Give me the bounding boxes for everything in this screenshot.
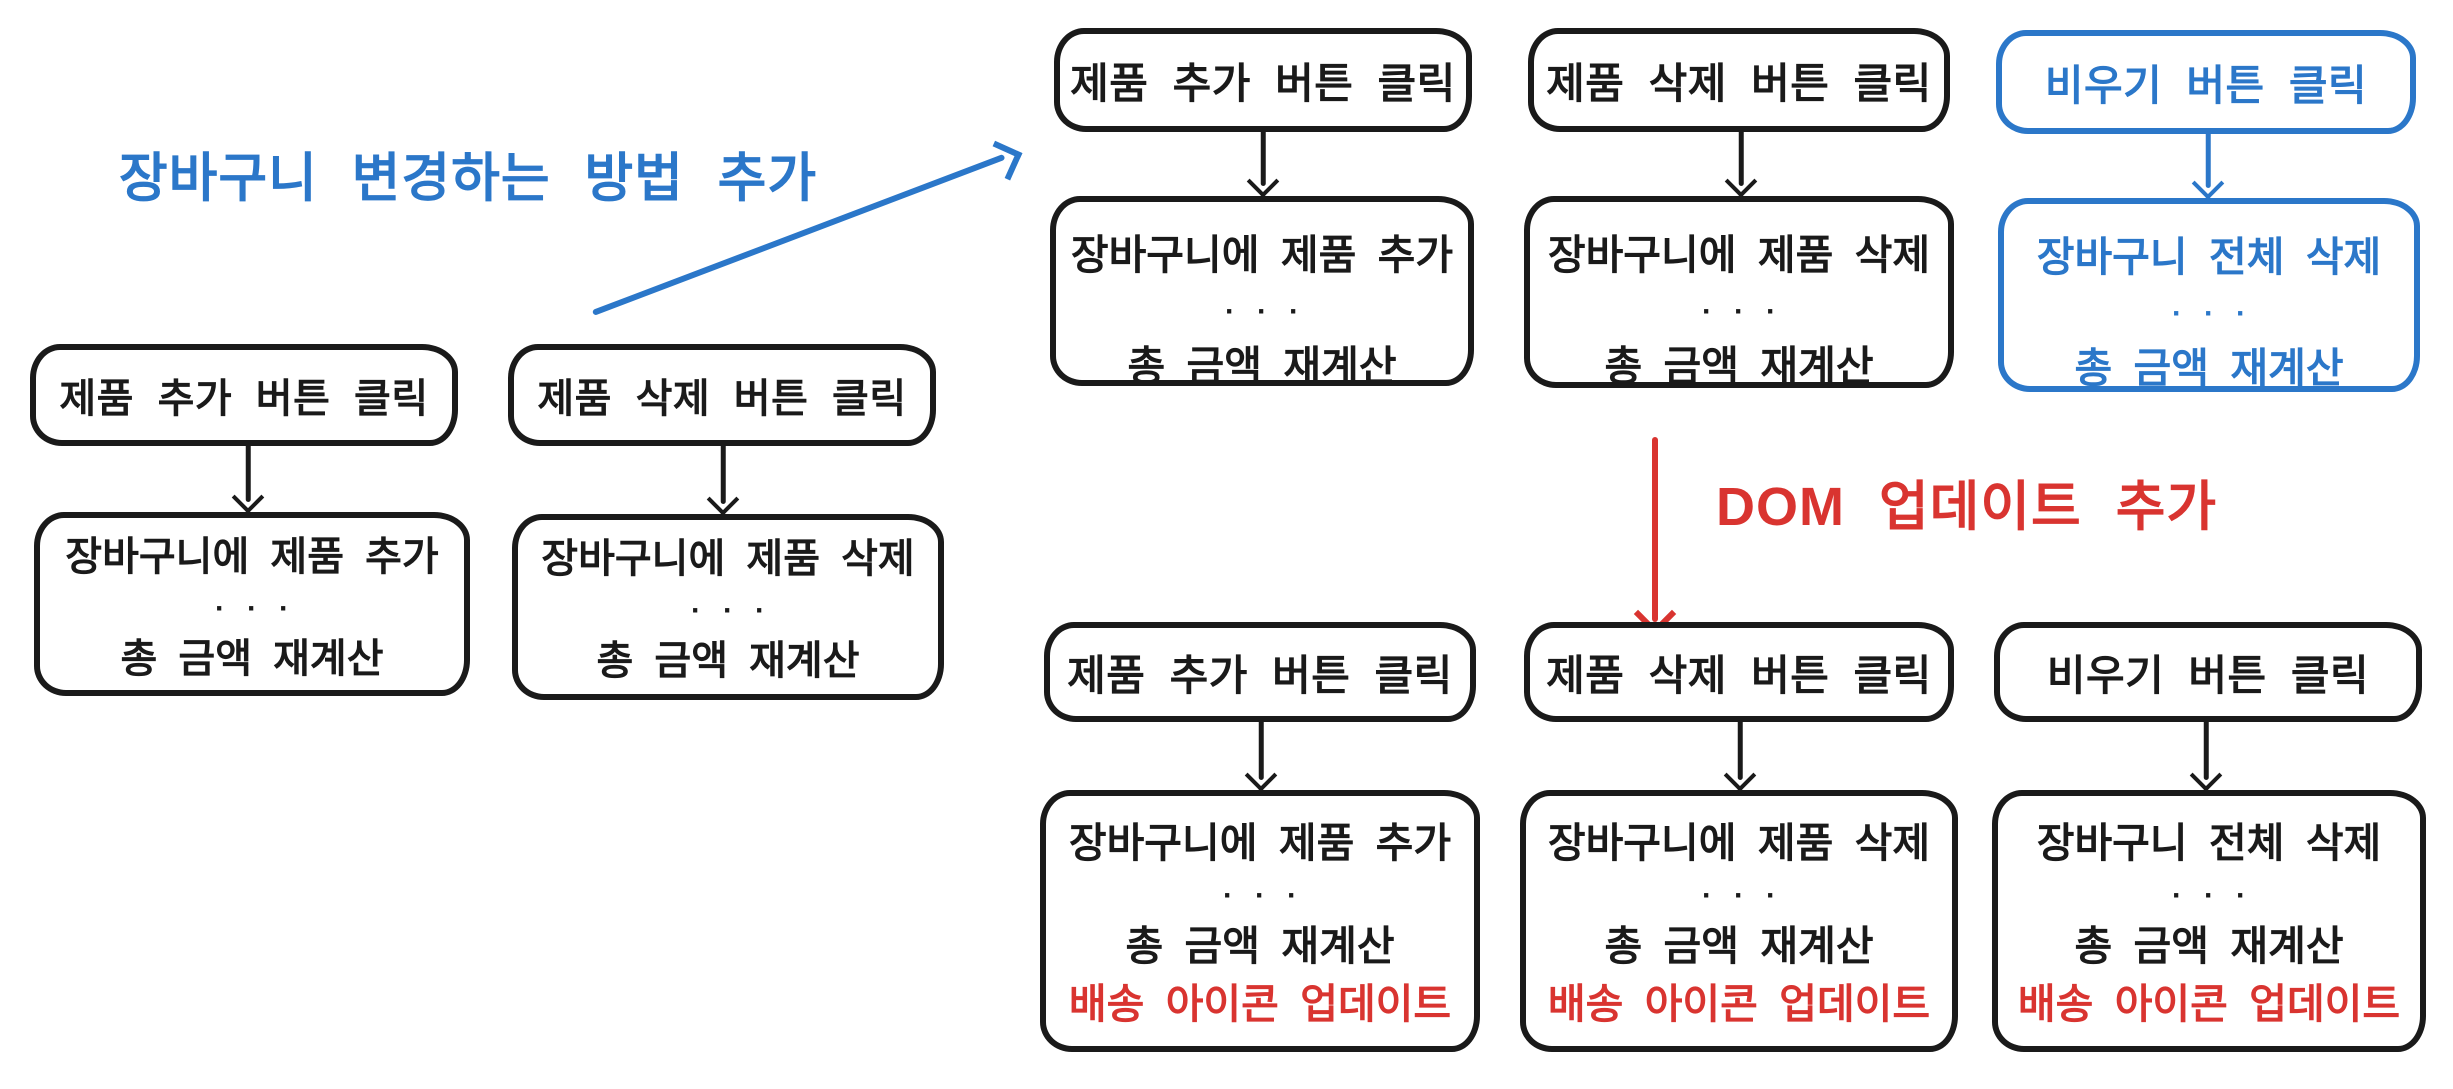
handler-action: 장바구니 전체 삭제 [2036, 820, 2382, 866]
handler-action: 장바구니 전체 삭제 [2036, 234, 2382, 280]
handler-dom-update: 배송 아이콘 업데이트 [2017, 981, 2401, 1028]
event-label: 제품 추가 버튼 클릭 [1070, 59, 1456, 107]
event-box: 제품 삭제 버튼 클릭 [1524, 622, 1954, 722]
handler-box: 장바구니에 제품 추가 ··· 총 금액 재계산 [1050, 196, 1474, 389]
event-box: 제품 추가 버튼 클릭 [30, 344, 458, 446]
arrow-down-icon [2190, 134, 2226, 198]
ellipsis: ··· [1702, 294, 1798, 328]
handler-action: 장바구니에 제품 추가 [1070, 232, 1454, 278]
event-label: 제품 추가 버튼 클릭 [1067, 651, 1453, 699]
event-label: 제품 삭제 버튼 클릭 [537, 377, 907, 421]
arrow-down-icon [1243, 722, 1279, 790]
arrow-down-icon [1245, 132, 1281, 196]
event-label: 제품 삭제 버튼 클릭 [1546, 59, 1932, 107]
arrow-down-icon [1633, 440, 1677, 632]
dom-update-note: DOM 업데이트 추가 [1716, 477, 2218, 537]
handler-action: 장바구니에 제품 추가 [65, 535, 439, 579]
handler-recalc: 총 금액 재계산 [1127, 343, 1397, 390]
event-label: 비우기 버튼 클릭 [2046, 651, 2370, 699]
arrow-down-icon [2188, 722, 2224, 790]
handler-box: 장바구니에 제품 추가 ··· 총 금액 재계산 [34, 512, 470, 696]
handler-recalc: 총 금액 재계산 [1604, 343, 1874, 390]
handler-recalc: 총 금액 재계산 [1604, 923, 1874, 970]
event-box: 제품 추가 버튼 클릭 [1044, 622, 1476, 722]
ellipsis: ··· [691, 593, 787, 627]
event-label: 비우기 버튼 클릭 [2044, 61, 2368, 109]
handler-box: 장바구니에 제품 추가 ··· 총 금액 재계산 배송 아이콘 업데이트 [1040, 790, 1480, 1052]
handler-dom-update: 배송 아이콘 업데이트 [1068, 981, 1452, 1028]
arrow-down-icon [1722, 722, 1758, 790]
cart-change-methods-note: 장바구니 변경하는 방법 추가 [118, 149, 818, 208]
ellipsis: ··· [215, 591, 311, 625]
event-box: 비우기 버튼 클릭 [1994, 622, 2422, 722]
handler-box: 장바구니에 제품 삭제 ··· 총 금액 재계산 배송 아이콘 업데이트 [1520, 790, 1958, 1052]
handler-recalc: 총 금액 재계산 [1125, 923, 1395, 970]
handler-recalc: 총 금액 재계산 [2074, 923, 2344, 970]
arrow-down-icon [705, 446, 741, 514]
arrow-down-icon [230, 446, 266, 512]
handler-action: 장바구니에 제품 추가 [1068, 820, 1452, 866]
event-label: 제품 추가 버튼 클릭 [59, 377, 429, 421]
event-label: 제품 삭제 버튼 클릭 [1546, 651, 1932, 699]
handler-box: 장바구니 전체 삭제 ··· 총 금액 재계산 배송 아이콘 업데이트 [1992, 790, 2426, 1052]
handler-recalc: 총 금액 재계산 [596, 638, 860, 683]
event-box: 제품 삭제 버튼 클릭 [1528, 28, 1950, 132]
handler-action: 장바구니에 제품 삭제 [1547, 232, 1931, 278]
ellipsis: ··· [1223, 878, 1319, 912]
handler-recalc: 총 금액 재계산 [2074, 345, 2344, 392]
arrow-down-icon [1723, 132, 1759, 196]
handler-box: 장바구니에 제품 삭제 ··· 총 금액 재계산 [1524, 196, 1954, 390]
handler-dom-update: 배송 아이콘 업데이트 [1547, 981, 1931, 1028]
event-box: 비우기 버튼 클릭 [1996, 30, 2416, 134]
handler-box: 장바구니 전체 삭제 ··· 총 금액 재계산 [1998, 198, 2420, 392]
ellipsis: ··· [2172, 296, 2268, 330]
handler-box: 장바구니에 제품 삭제 ··· 총 금액 재계산 [512, 514, 944, 700]
ellipsis: ··· [2172, 878, 2268, 912]
handler-action: 장바구니에 제품 삭제 [541, 537, 915, 581]
event-box: 제품 추가 버튼 클릭 [1054, 28, 1472, 132]
handler-recalc: 총 금액 재계산 [120, 636, 384, 681]
handler-action: 장바구니에 제품 삭제 [1547, 820, 1931, 866]
ellipsis: ··· [1225, 294, 1321, 328]
event-box: 제품 삭제 버튼 클릭 [508, 344, 936, 446]
ellipsis: ··· [1702, 878, 1798, 912]
